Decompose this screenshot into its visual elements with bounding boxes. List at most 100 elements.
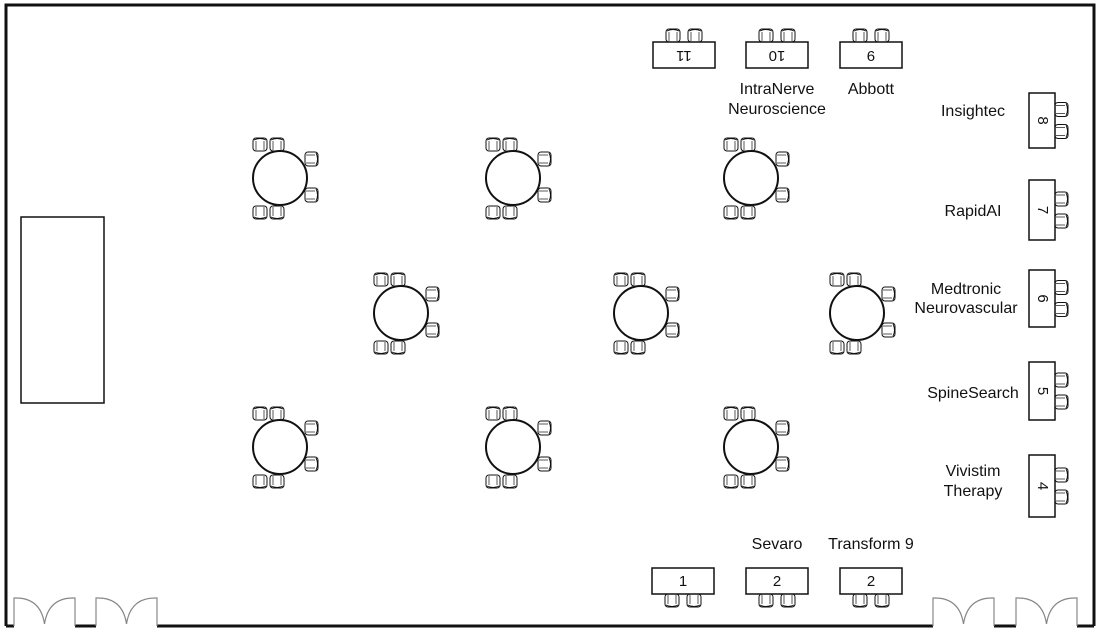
booth-label: SpineSearch — [927, 385, 1019, 402]
double-door[interactable] — [932, 597, 995, 626]
booth-11[interactable]: 11 — [652, 28, 716, 69]
booth-number: 8 — [1034, 116, 1051, 124]
chair — [775, 151, 790, 167]
chair — [1054, 302, 1069, 317]
chair — [613, 272, 629, 287]
round-table[interactable] — [723, 406, 790, 489]
round-table[interactable] — [613, 272, 680, 355]
chair — [304, 456, 319, 472]
chair — [252, 474, 268, 489]
booth-number: 10 — [769, 47, 786, 64]
booth-5[interactable]: 5 SpineSearch — [927, 361, 1069, 421]
chair — [852, 28, 868, 43]
chair — [1054, 191, 1069, 207]
chair — [425, 286, 440, 302]
chair — [537, 187, 552, 203]
chair — [740, 474, 756, 489]
double-door[interactable] — [1015, 597, 1078, 626]
chair — [1054, 124, 1069, 139]
booth-number: 1 — [679, 573, 687, 590]
chair — [665, 286, 680, 302]
wall — [4, 3, 1096, 626]
chair — [390, 272, 406, 287]
booth-8[interactable]: 8 Insightec — [941, 92, 1069, 149]
booth-label: Neuroscience — [728, 101, 826, 118]
booth-label: IntraNerve — [740, 81, 815, 98]
chair — [780, 593, 796, 608]
booth-number: 2 — [773, 573, 781, 590]
booth-label: Neurovascular — [914, 300, 1018, 317]
round-table[interactable] — [485, 137, 552, 220]
room-walls — [4, 3, 1096, 628]
chair — [1054, 280, 1069, 295]
chair — [775, 420, 790, 436]
chair — [390, 340, 406, 355]
chair — [780, 28, 796, 43]
booth-number: 11 — [676, 47, 692, 64]
chair — [1054, 102, 1069, 117]
chair — [537, 456, 552, 472]
chair — [1054, 489, 1069, 505]
chair — [630, 340, 646, 355]
chair — [664, 593, 680, 608]
chair — [829, 340, 845, 355]
chair — [775, 187, 790, 203]
chair — [687, 28, 703, 43]
chair — [269, 137, 285, 152]
chair — [775, 456, 790, 472]
booth-1[interactable]: 1 — [651, 567, 715, 608]
chair — [485, 474, 501, 489]
booth-label: Abbott — [848, 81, 895, 98]
chair — [304, 420, 319, 436]
round-table[interactable] — [252, 137, 319, 220]
chair — [485, 406, 501, 421]
round-table[interactable] — [252, 406, 319, 489]
chair — [252, 137, 268, 152]
chair — [485, 137, 501, 152]
stage — [20, 216, 105, 404]
round-table[interactable] — [723, 137, 790, 220]
round-table[interactable] — [485, 406, 552, 489]
chair — [252, 406, 268, 421]
chair — [502, 406, 518, 421]
chair — [502, 205, 518, 220]
chair — [304, 151, 319, 167]
chair — [846, 340, 862, 355]
double-door[interactable] — [13, 597, 76, 626]
chair — [829, 272, 845, 287]
round-table[interactable] — [373, 272, 440, 355]
chair — [630, 272, 646, 287]
chair — [723, 474, 739, 489]
chair — [881, 322, 896, 338]
chair — [1054, 467, 1069, 483]
chair — [686, 593, 702, 608]
booth-label: Insightec — [941, 103, 1005, 120]
chair — [373, 272, 389, 287]
chair — [1054, 394, 1069, 410]
chair — [881, 286, 896, 302]
round-table[interactable] — [829, 272, 896, 355]
booth-label: RapidAI — [945, 203, 1002, 220]
chair — [874, 28, 890, 43]
double-door[interactable] — [95, 597, 158, 626]
chair — [1054, 372, 1069, 388]
booth-number: 2 — [867, 573, 875, 590]
chair — [758, 593, 774, 608]
chair — [613, 340, 629, 355]
chair — [723, 406, 739, 421]
booth-number: 5 — [1034, 387, 1051, 395]
chair — [740, 205, 756, 220]
chair — [252, 205, 268, 220]
booth-number: 6 — [1034, 294, 1051, 302]
chair — [723, 205, 739, 220]
chair — [1054, 213, 1069, 229]
